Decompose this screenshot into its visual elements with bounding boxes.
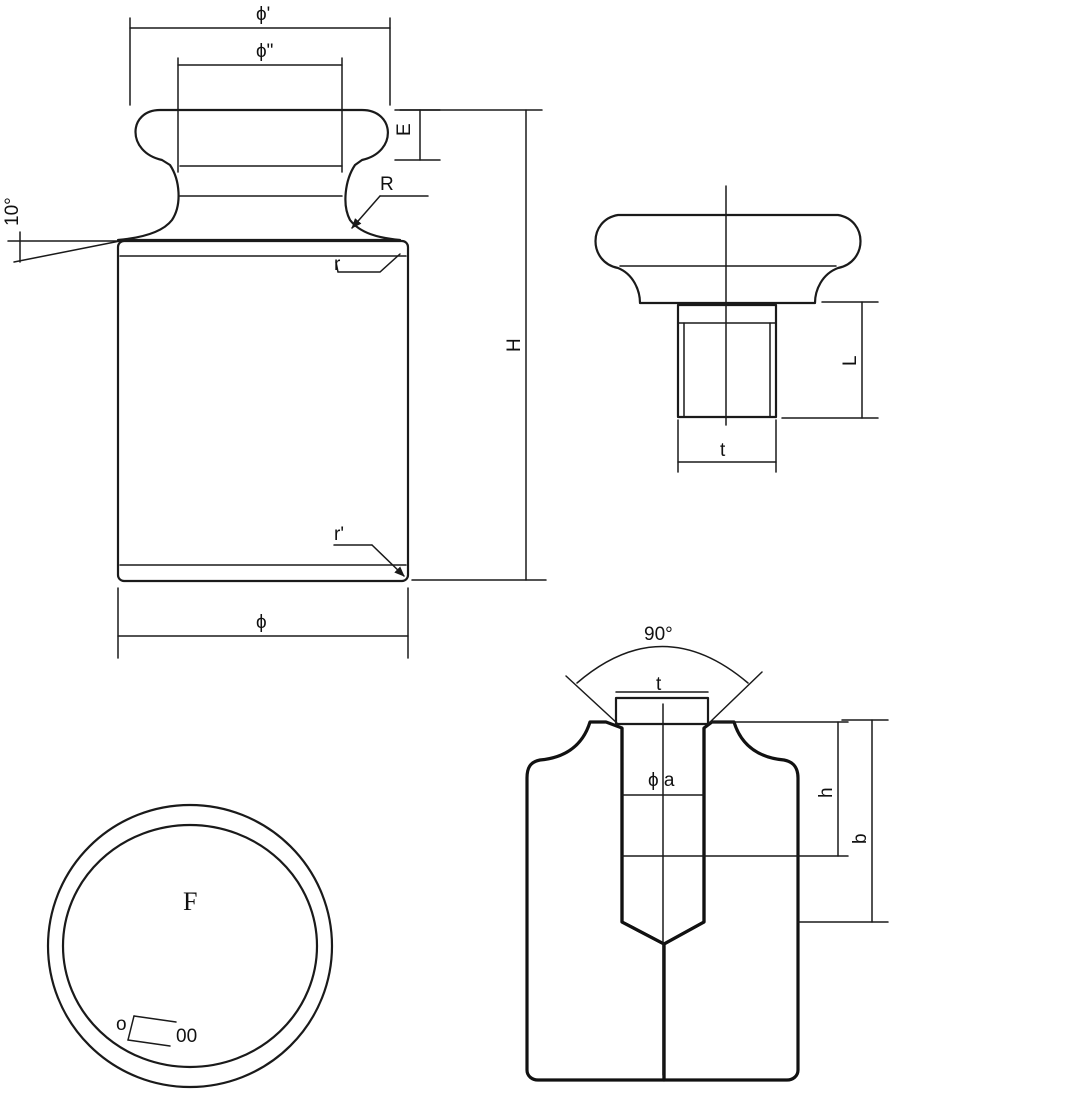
top-view-inner-circle bbox=[61, 823, 319, 1069]
label-chamfer-angle: 90° bbox=[644, 624, 673, 645]
knob-thread bbox=[676, 303, 778, 419]
class-mark-leader-2 bbox=[127, 1015, 135, 1041]
label-marking: F bbox=[183, 887, 197, 916]
label-angle: 10° bbox=[2, 197, 23, 226]
chamfer-line-right bbox=[707, 671, 763, 725]
knob-view: L t bbox=[594, 185, 879, 473]
label-head-height: E bbox=[394, 123, 415, 136]
weight-body bbox=[116, 239, 410, 583]
label-depth-h: h bbox=[816, 787, 837, 798]
fillet-top-marker bbox=[335, 253, 401, 273]
label-circle-mark: o bbox=[116, 1014, 127, 1035]
radius-leader bbox=[351, 195, 381, 229]
label-body-diameter: ϕ bbox=[256, 612, 267, 633]
top-view: F o 00 bbox=[46, 803, 334, 1089]
cavity-outline bbox=[620, 728, 706, 946]
label-class: 00 bbox=[176, 1026, 197, 1047]
class-mark-leader-3 bbox=[127, 1039, 171, 1047]
label-opening: t bbox=[656, 674, 662, 695]
class-mark-leader-1 bbox=[133, 1015, 177, 1023]
label-fillet-top: r bbox=[334, 254, 341, 275]
cavity-top-box bbox=[614, 696, 710, 726]
top-view-outer-circle bbox=[46, 803, 334, 1089]
section-left-material bbox=[525, 720, 666, 1082]
label-top-diameter: ϕ' bbox=[256, 4, 270, 25]
label-depth-b: b bbox=[850, 833, 871, 844]
angle-ref-sloped bbox=[13, 240, 121, 263]
label-neck-diameter: ϕ" bbox=[256, 41, 273, 62]
chamfer-line-left bbox=[565, 675, 619, 725]
section-right-material bbox=[662, 720, 800, 1082]
cavity-section: 90° t ϕ a h b bbox=[525, 624, 889, 1082]
chamfer-angle-arc bbox=[576, 645, 749, 684]
fillet-bottom-arrow bbox=[371, 544, 405, 577]
label-height: H bbox=[504, 338, 525, 352]
weight-front-view: ϕ' ϕ" E R 10° H r r' ϕ bbox=[2, 4, 547, 659]
label-cavity-diameter: ϕ a bbox=[648, 770, 675, 791]
knob-head bbox=[594, 213, 862, 305]
label-thread-length: L bbox=[840, 355, 861, 366]
label-fillet-bottom: r' bbox=[334, 524, 344, 545]
label-thread-diameter: t bbox=[720, 440, 726, 461]
label-radius: R bbox=[380, 174, 394, 195]
